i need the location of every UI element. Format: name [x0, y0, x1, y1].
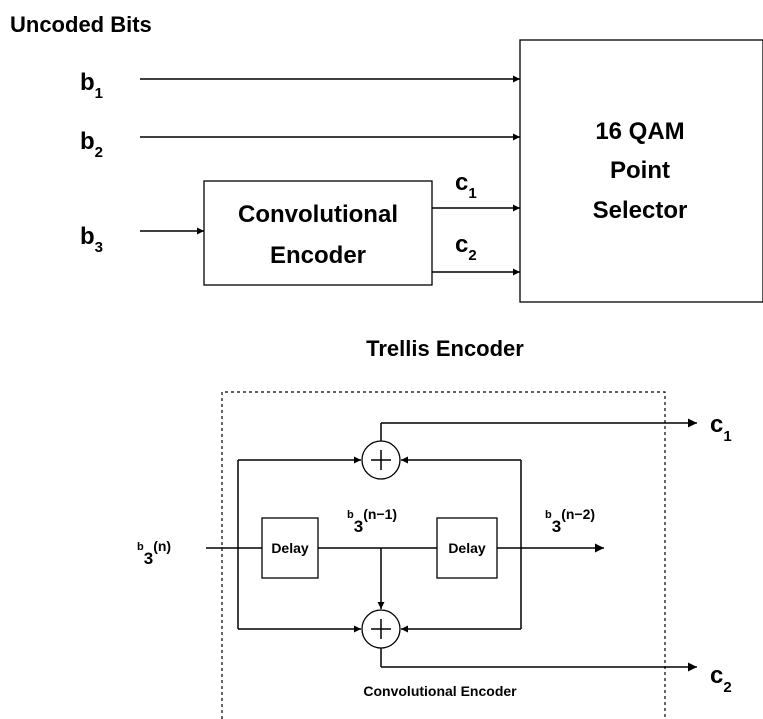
mid-signal-label: b3(n−1)	[347, 506, 397, 536]
output-c2-label: c2	[455, 231, 477, 264]
convolutional-encoder-block	[203, 180, 433, 286]
qam-label-line2: Point	[610, 157, 670, 184]
qam-label-line1: 16 QAM	[595, 118, 684, 145]
output-c1-label: c1	[455, 169, 477, 202]
encoder-label-line2: Encoder	[270, 242, 366, 269]
input-signal-label: b3(n)	[137, 538, 171, 568]
qam-label-line3: Selector	[593, 197, 688, 224]
delay-block-1-label: Delay	[271, 540, 309, 556]
right-signal-label: b3(n−2)	[545, 506, 595, 536]
convolutional-encoder-boundary	[221, 391, 666, 719]
detail-c1-label: c1	[710, 411, 732, 445]
uncoded-bits-title: Uncoded Bits	[10, 12, 152, 37]
encoder-label-line1: Convolutional	[238, 201, 398, 228]
delay-block-1	[261, 517, 319, 579]
input-b3-label: b3	[80, 223, 103, 256]
qam-point-selector-block	[519, 39, 763, 303]
input-b1-label: b1	[80, 69, 103, 102]
trellis-encoder-title: Trellis Encoder	[366, 336, 524, 361]
xor-adder-bottom	[361, 609, 401, 649]
delay-block-2	[436, 517, 498, 579]
delay-block-2-label: Delay	[448, 540, 486, 556]
input-b2-label: b2	[80, 128, 103, 161]
detail-c2-label: c2	[710, 662, 732, 696]
xor-adder-top	[361, 440, 401, 480]
convolutional-encoder-caption: Convolutional Encoder	[363, 683, 517, 699]
